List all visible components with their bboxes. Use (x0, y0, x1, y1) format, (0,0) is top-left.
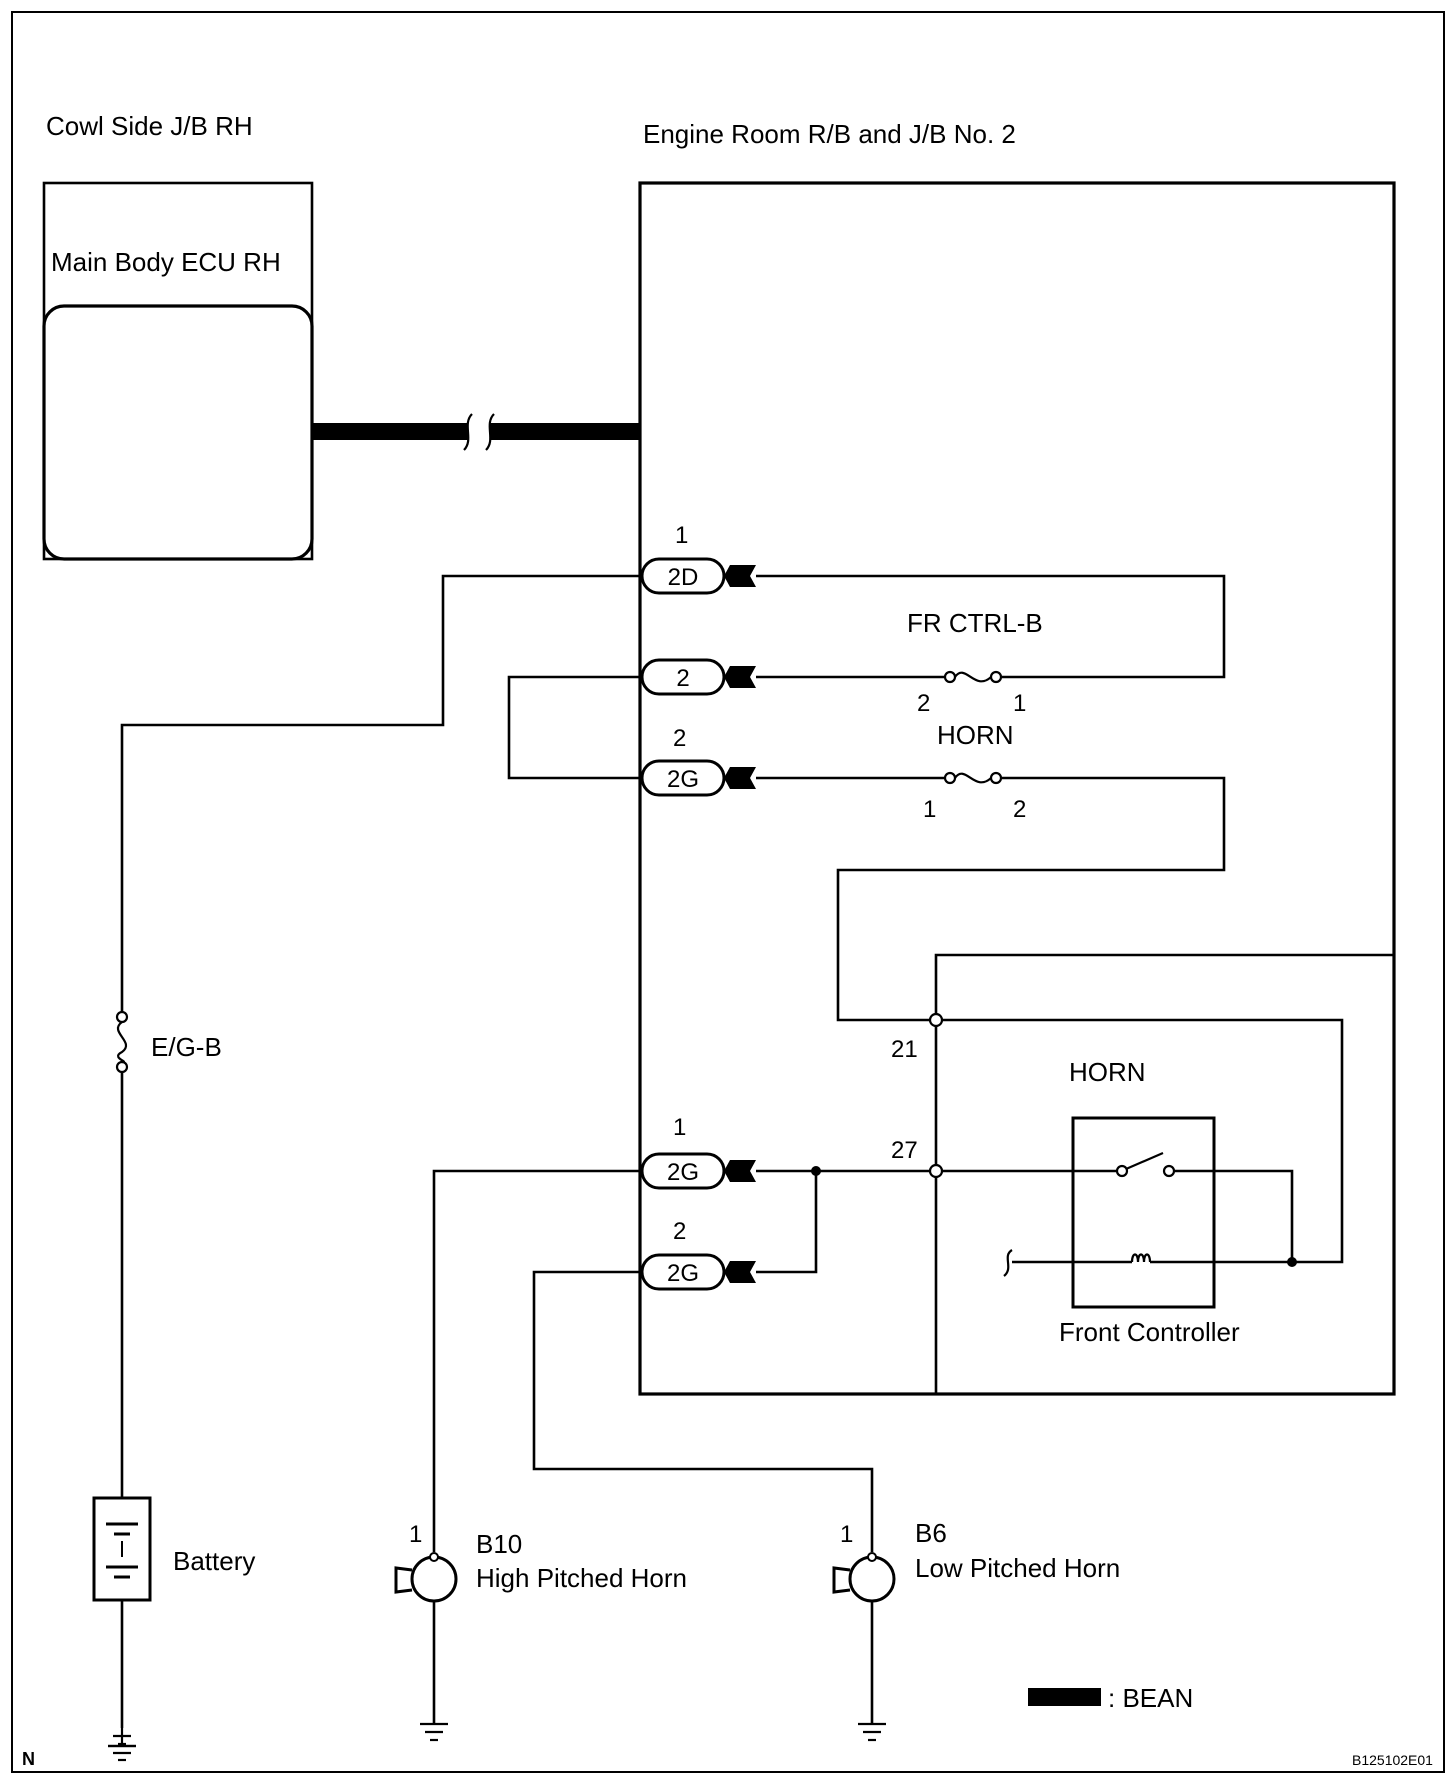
fr-ctrl-b-fuse (943, 670, 1003, 684)
connector-2g-a-pin: 2 (673, 725, 686, 752)
engine-room-rb-box (638, 181, 1396, 1396)
connector-2: 2 (640, 658, 756, 696)
b6-code: B6 (915, 1518, 947, 1548)
wire-eg-b-circuit (120, 574, 640, 1728)
eg-b-fuse-label: E/G-B (151, 1032, 222, 1062)
cowl-side-jb-box (42, 181, 314, 561)
engine-room-rb-label: Engine Room R/B and J/B No. 2 (643, 119, 1016, 149)
connector-2g-b-pin: 1 (673, 1114, 686, 1141)
terminal-21 (928, 1012, 944, 1028)
connector-2-label: 2 (676, 665, 689, 692)
bean-bus (312, 413, 640, 451)
wire-2d-fr-ctrl-loop (756, 574, 1226, 679)
horn-relay-label: HORN (1069, 1057, 1146, 1087)
battery-symbol (92, 1496, 152, 1602)
fr-ctrl-b-label: FR CTRL-B (907, 608, 1043, 638)
b6-pin: 1 (840, 1521, 853, 1548)
horn-fuse-label: HORN (937, 720, 1014, 750)
wire-horn-fuse-to-21 (836, 776, 1226, 1022)
ground-b10 (420, 1722, 448, 1742)
wire-splice-to-2g-c (756, 1171, 818, 1274)
splice-point (811, 1166, 821, 1176)
legend-bean-swatch (1028, 1688, 1101, 1706)
connector-2g-b: 2G (640, 1152, 756, 1190)
horn-fuse-pin-left: 1 (923, 796, 936, 823)
terminal-21-label: 21 (891, 1036, 918, 1063)
ground-b6 (858, 1722, 886, 1742)
connector-2g-a-label: 2G (667, 766, 699, 793)
main-body-ecu-box (42, 304, 314, 561)
b10-horn-symbol (394, 1552, 458, 1724)
battery-label: Battery (173, 1546, 255, 1576)
b6-name: Low Pitched Horn (915, 1553, 1120, 1583)
b10-code: B10 (476, 1529, 522, 1559)
fr-ctrl-b-pin-right: 1 (1013, 690, 1026, 717)
connector-2d-label: 2D (668, 564, 699, 591)
front-controller-label: Front Controller (1059, 1317, 1240, 1347)
legend-bean-label: : BEAN (1108, 1683, 1193, 1713)
diagram-frame (11, 11, 1445, 1773)
b6-horn-symbol (832, 1552, 896, 1724)
wire-21-relay-coil (941, 1018, 1344, 1264)
front-controller-box (934, 953, 1394, 1394)
horn-relay-coil (1003, 1249, 1292, 1277)
connector-2g-a: 2G (640, 759, 756, 797)
connector-2d-pin: 1 (675, 522, 688, 549)
horn-relay-switch (941, 1151, 1294, 1262)
figure-id: B125102E01 (1352, 1752, 1433, 1768)
wire-2g-b-to-b10 (432, 1169, 640, 1552)
eg-b-fuse (115, 1010, 129, 1074)
connector-2g-b-label: 2G (667, 1159, 699, 1186)
terminal-27 (928, 1163, 944, 1179)
wire-jumper-2-2g (507, 675, 640, 780)
wire-2g-c-to-b6 (532, 1270, 874, 1552)
connector-2g-c-pin: 2 (673, 1218, 686, 1245)
connector-2g-c-label: 2G (667, 1260, 699, 1287)
fr-ctrl-b-pin-left: 2 (917, 690, 930, 717)
coil-junction (1287, 1257, 1297, 1267)
connector-2d: 2D (640, 557, 756, 595)
b10-name: High Pitched Horn (476, 1563, 687, 1593)
main-body-ecu-label: Main Body ECU RH (51, 247, 281, 277)
horn-relay-box (1071, 1116, 1216, 1309)
corner-letter: N (22, 1749, 35, 1769)
connector-2g-c: 2G (640, 1253, 756, 1291)
horn-fuse (943, 771, 1003, 785)
terminal-27-label: 27 (891, 1137, 918, 1164)
horn-fuse-pin-right: 2 (1013, 796, 1026, 823)
b10-pin: 1 (409, 1521, 422, 1548)
ground-battery-bars (113, 1734, 131, 1746)
cowl-side-jb-label: Cowl Side J/B RH (46, 111, 253, 141)
